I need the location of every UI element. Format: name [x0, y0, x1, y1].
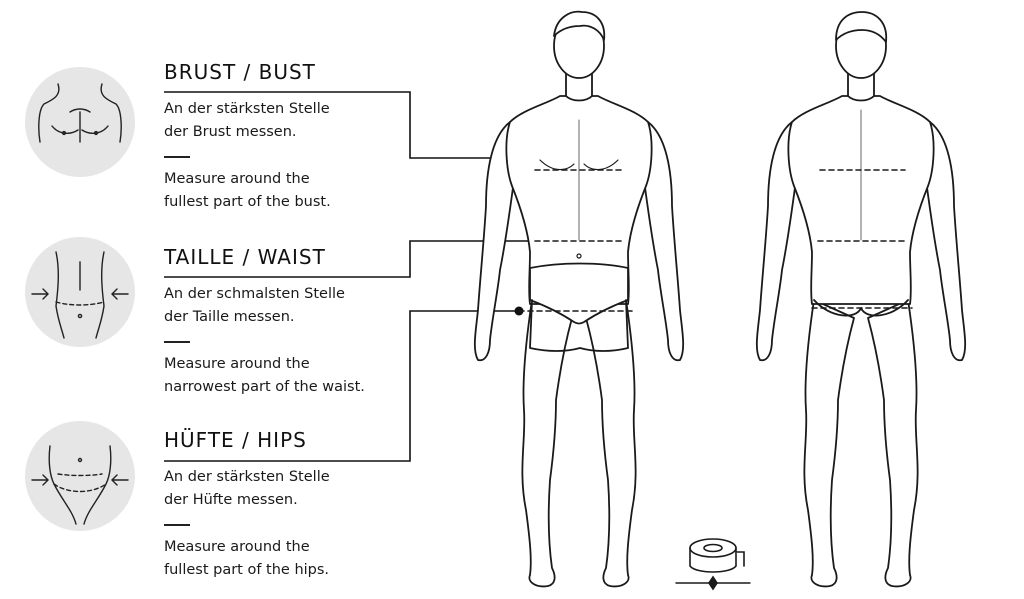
waist-de-line-1: An der schmalsten Stelle — [164, 286, 345, 302]
bust-de-line-2: der Brust messen. — [164, 124, 297, 140]
hips-en-line-1: Measure around the — [164, 539, 310, 555]
waist-leader-line — [164, 240, 533, 278]
bust-leader-line — [164, 91, 533, 159]
waist-en-line-1: Measure around the — [164, 356, 310, 372]
bust-en-line-2: fullest part of the bust. — [164, 194, 331, 210]
hips-section: HÜFTE / HIPS An der stärksten Stelle der… — [164, 428, 424, 582]
waist-title: TAILLE / WAIST — [164, 245, 326, 269]
waist-en-line-2: narrowest part of the waist. — [164, 379, 365, 395]
back-body-figure — [755, 11, 967, 588]
hips-thumbnail-icon — [25, 421, 135, 531]
waist-separator — [164, 341, 190, 343]
measuring-tape-icon — [675, 538, 751, 591]
bust-separator — [164, 156, 190, 158]
hips-de-line-1: An der stärksten Stelle — [164, 469, 330, 485]
hips-title: HÜFTE / HIPS — [164, 428, 307, 452]
bust-section: BRUST / BUST An der stärksten Stelle der… — [164, 60, 424, 214]
waist-de-line-2: der Taille messen. — [164, 309, 295, 325]
bust-de-line-1: An der stärksten Stelle — [164, 101, 330, 117]
front-body-figure — [473, 10, 685, 588]
hips-en-line-2: fullest part of the hips. — [164, 562, 330, 578]
hips-de-line-2: der Hüfte messen. — [164, 492, 298, 508]
hips-leader-line — [164, 310, 518, 462]
bust-title: BRUST / BUST — [164, 60, 316, 84]
leader-lines — [164, 91, 533, 462]
hips-separator — [164, 524, 190, 526]
waist-section: TAILLE / WAIST An der schmalsten Stelle … — [164, 245, 424, 399]
bust-en-line-1: Measure around the — [164, 171, 310, 187]
waist-thumbnail-icon — [25, 237, 135, 347]
bust-thumbnail-icon — [25, 67, 135, 177]
